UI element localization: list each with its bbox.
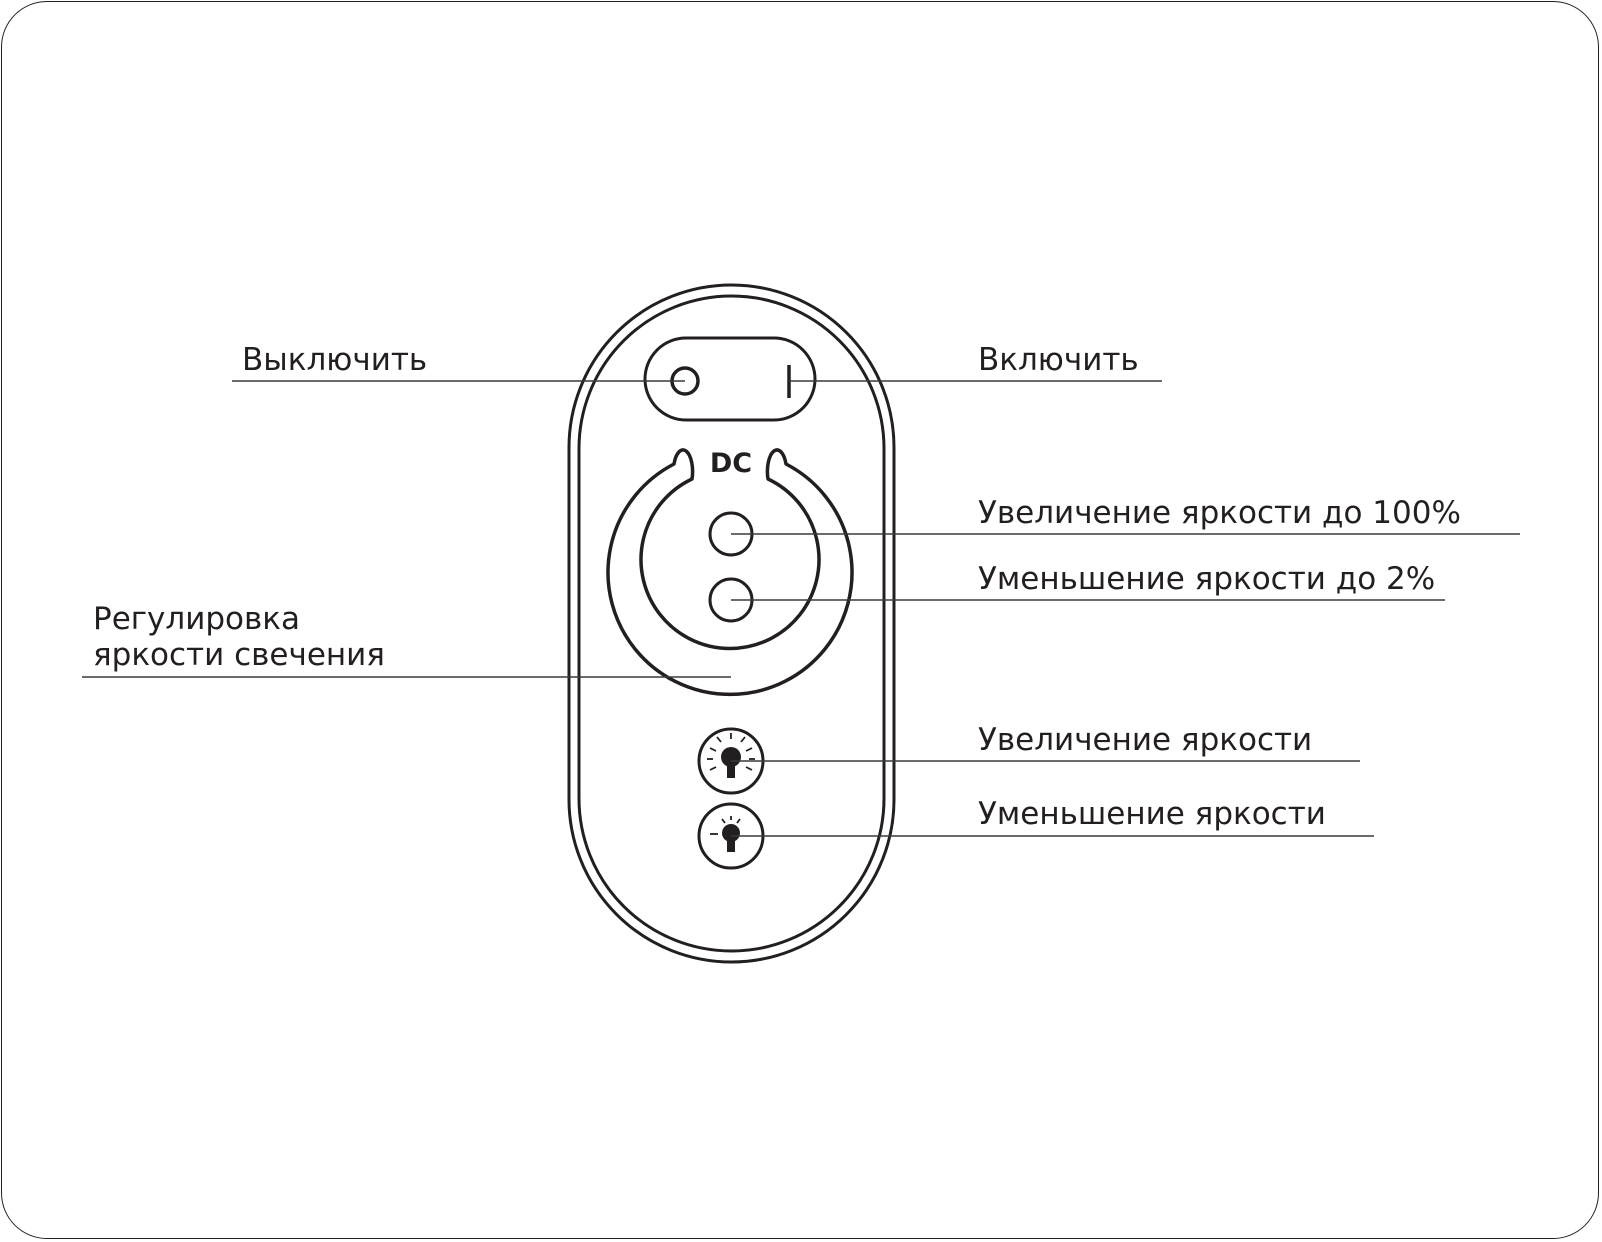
label-ring-line2: яркости свечения xyxy=(93,637,385,673)
label-brightness-down: Уменьшение яркости xyxy=(978,796,1326,832)
label-ring-line1: Регулировка xyxy=(93,601,300,637)
bulb-bright-icon xyxy=(707,733,755,778)
dc-mode-label: DC xyxy=(710,448,752,479)
leader-lines xyxy=(82,380,1520,837)
label-turn-on: Включить xyxy=(978,342,1139,378)
remote-body xyxy=(567,283,896,964)
brightness-touch-ring[interactable] xyxy=(606,448,854,697)
label-brightness-max: Увеличение яркости до 100% xyxy=(978,495,1461,531)
label-turn-off: Выключить xyxy=(242,342,427,378)
brightness-up-button[interactable] xyxy=(697,727,765,795)
label-brightness-min: Уменьшение яркости до 2% xyxy=(978,561,1435,597)
power-rocker[interactable] xyxy=(643,336,817,422)
label-brightness-up: Увеличение яркости xyxy=(978,722,1312,758)
bulb-dim-icon xyxy=(710,816,741,852)
